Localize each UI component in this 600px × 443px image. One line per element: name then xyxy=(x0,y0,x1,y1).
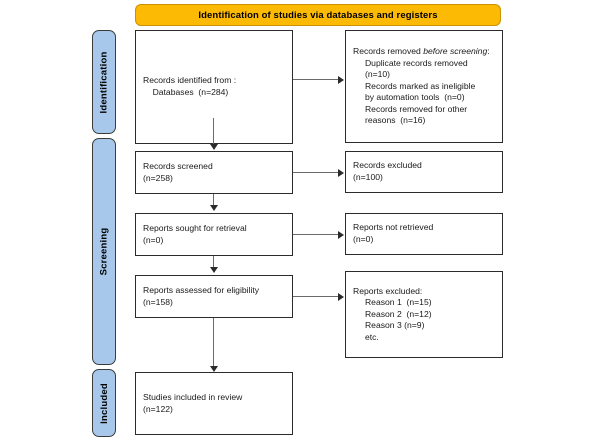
box-reports-excluded-text: Reports excluded: Reason 1 (n=15) Reason… xyxy=(353,285,432,342)
connector-identified-to-removed xyxy=(293,79,339,81)
connector-identified-to-screened xyxy=(213,118,215,146)
arrowhead-right-notretrieved-icon xyxy=(338,230,344,239)
stage-label-included-text: Included xyxy=(98,382,110,424)
arrowhead-right-repexcluded-icon xyxy=(338,292,344,301)
phase-banner-title: Identification of studies via databases … xyxy=(198,9,438,21)
box-records-removed-rest: Duplicate records removed (n=10) Records… xyxy=(364,57,476,126)
box-records-removed-italic: before screening xyxy=(423,45,488,56)
box-reports-assessed-text: Reports assessed for eligibility (n=158) xyxy=(143,284,260,307)
arrowhead-down-assessed-icon xyxy=(209,267,218,273)
stage-label-screening-text: Screening xyxy=(98,227,110,276)
arrowhead-right-removed-icon xyxy=(338,75,344,84)
arrowhead-right-excluded-icon xyxy=(338,168,344,177)
box-studies-included: Studies included in review (n=122) xyxy=(135,372,293,435)
connector-sought-to-notretrieved xyxy=(293,234,339,236)
box-reports-not-retrieved-text: Reports not retrieved (n=0) xyxy=(353,222,434,244)
box-reports-not-retrieved: Reports not retrieved (n=0) xyxy=(345,213,503,255)
box-records-identified-text: Records identified from : Databases (n=2… xyxy=(143,75,237,97)
connector-screened-to-sought xyxy=(213,194,215,207)
box-records-screened: Records screened (n=258) xyxy=(135,151,293,194)
arrowhead-down-sought-icon xyxy=(209,205,218,211)
box-records-removed-colon: : xyxy=(487,45,490,56)
stage-label-included: Included xyxy=(92,369,116,437)
arrowhead-down-screened-icon xyxy=(209,144,218,150)
connector-assessed-to-included xyxy=(213,318,215,366)
box-reports-sought-text: Reports sought for retrieval (n=0) xyxy=(143,222,247,245)
box-records-removed-text: Records removed before screening: Duplic… xyxy=(353,46,490,127)
box-reports-assessed: Reports assessed for eligibility (n=158) xyxy=(135,275,293,318)
connector-screened-to-excluded xyxy=(293,172,339,174)
box-records-excluded-text: Records excluded (n=100) xyxy=(353,160,422,182)
box-records-screened-text: Records screened (n=258) xyxy=(143,160,213,183)
stage-label-identification-text: Identification xyxy=(98,51,110,113)
box-reports-excluded: Reports excluded: Reason 1 (n=15) Reason… xyxy=(345,271,503,358)
box-records-removed-line1: Records removed xyxy=(353,45,424,56)
arrowhead-down-included-icon xyxy=(209,366,218,372)
connector-sought-to-assessed xyxy=(213,256,215,269)
connector-assessed-to-repexcluded xyxy=(293,296,339,298)
phase-banner: Identification of studies via databases … xyxy=(135,4,501,26)
stage-label-identification: Identification xyxy=(92,30,116,134)
box-records-excluded: Records excluded (n=100) xyxy=(345,151,503,193)
stage-label-screening: Screening xyxy=(92,138,116,365)
box-studies-included-text: Studies included in review (n=122) xyxy=(143,391,243,414)
box-reports-sought: Reports sought for retrieval (n=0) xyxy=(135,213,293,256)
box-records-removed: Records removed before screening: Duplic… xyxy=(345,30,503,143)
